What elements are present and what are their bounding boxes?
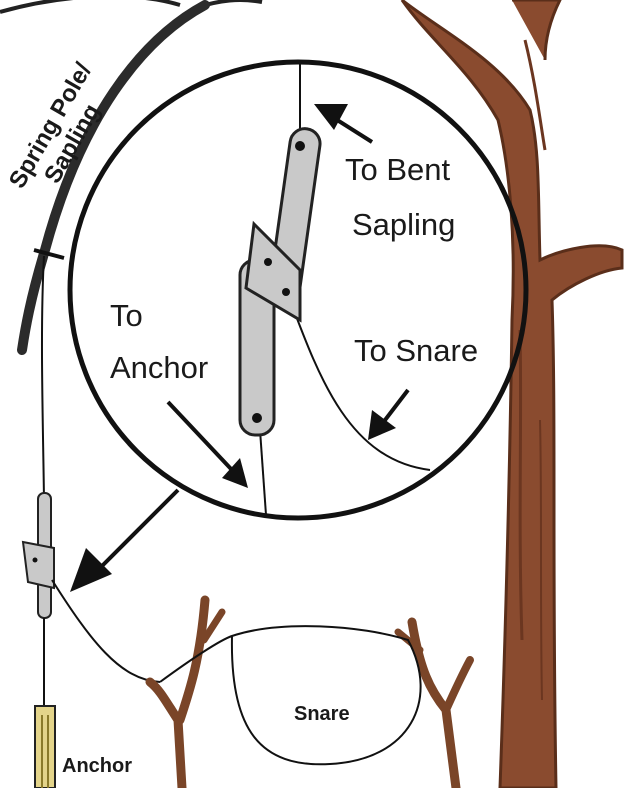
- to-bent-label-line1: To Bent: [345, 152, 451, 187]
- to-bent-label-line2: Sapling: [352, 207, 455, 242]
- to-snare-label: To Snare: [354, 333, 478, 368]
- spring-pole-sapling: [17, 0, 210, 355]
- sapling-tie: [33, 248, 65, 260]
- arrow-to-bent-sapling: [314, 104, 374, 144]
- branch-arcs: [0, 0, 263, 14]
- snare-label: Snare: [294, 703, 350, 725]
- trigger-to-snare-line: [51, 579, 161, 683]
- pointer-arrow: [70, 488, 180, 592]
- to-anchor-label-line1: To: [110, 298, 143, 333]
- anchor-label: Anchor: [62, 755, 132, 777]
- spring-pole-label: Spring Pole/ Sapling: [4, 58, 106, 193]
- forked-stick-left: [145, 595, 226, 788]
- line-to-anchor: [259, 429, 267, 516]
- detail-magnifier: [67, 59, 529, 521]
- tree-trunk: [400, 0, 624, 788]
- arrow-to-snare: [368, 388, 410, 440]
- small-trigger: [21, 492, 55, 619]
- snare-loop: [159, 625, 422, 766]
- large-trigger: [238, 127, 322, 437]
- sapling-line: [40, 255, 45, 501]
- forked-stick-right: [394, 617, 474, 788]
- to-anchor-label-line2: Anchor: [110, 350, 208, 385]
- anchor-stake: [34, 705, 56, 788]
- line-to-snare: [289, 299, 431, 471]
- arrow-to-anchor: [166, 400, 248, 488]
